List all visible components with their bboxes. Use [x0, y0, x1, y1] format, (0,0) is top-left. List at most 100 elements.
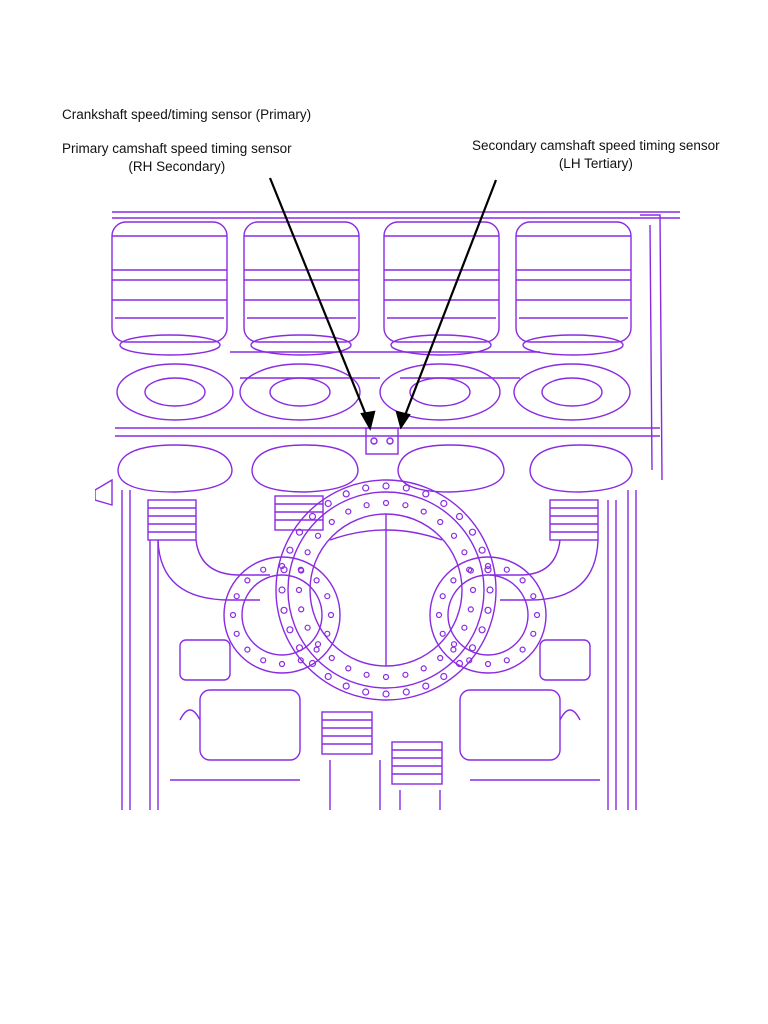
bolt-hole [328, 654, 335, 662]
bellows [147, 495, 599, 785]
bolt-hole [478, 626, 486, 634]
bolt-hole [286, 546, 294, 554]
bolt-hole [345, 665, 352, 672]
flange-bolt-holes [229, 482, 541, 698]
bolt-hole [304, 549, 311, 556]
lower-engine-block [170, 639, 600, 810]
bolt-hole [530, 593, 537, 600]
bolt-hole [437, 654, 444, 662]
bolt-hole [382, 690, 390, 698]
bolt-hole [362, 484, 370, 492]
bolt-hole [260, 566, 267, 573]
bolt-hole [278, 586, 286, 594]
exhaust-pipes [157, 539, 599, 601]
bolt-hole [468, 644, 477, 652]
bolt-hole [286, 626, 294, 634]
bolt-hole [455, 659, 464, 668]
bolt-hole [519, 577, 526, 584]
bolt-hole [295, 644, 304, 652]
bolt-hole [382, 673, 390, 681]
bolt-hole [450, 646, 457, 653]
bolt-hole [461, 624, 468, 631]
bolt-hole [439, 630, 446, 637]
label-primary-line1: Primary camshaft speed timing sensor [62, 141, 292, 156]
exhaust-elbows [117, 444, 633, 493]
bolt-hole [278, 660, 286, 668]
bolt-hole [484, 562, 492, 570]
engine-drawing [95, 211, 680, 810]
side-columns [95, 478, 637, 810]
label-crankshaft-sensor: Crankshaft speed/timing sensor (Primary) [62, 107, 312, 122]
bolt-hole [295, 586, 303, 594]
bolt-hole [363, 671, 370, 678]
bolt-hole [313, 577, 320, 584]
bolt-hole [280, 606, 288, 614]
bolt-hole [437, 518, 444, 526]
bolt-hole [450, 532, 458, 539]
bolt-hole [440, 499, 448, 508]
bolt-hole [324, 499, 332, 508]
bolt-hole [304, 624, 311, 631]
bolt-hole [469, 586, 477, 594]
bolt-hole [233, 593, 240, 600]
bolt-hole [342, 682, 350, 690]
turbo-intake-2 [243, 221, 360, 356]
bolt-hole [422, 490, 430, 498]
bolt-hole [440, 672, 448, 681]
bolt-hole [467, 606, 474, 613]
bolt-hole [503, 566, 510, 573]
bolt-hole [260, 657, 267, 664]
arrowhead-secondary [395, 410, 411, 430]
leader-primary-camshaft [268, 177, 370, 421]
bolt-hole [484, 566, 492, 574]
leader-secondary-camshaft [402, 179, 498, 419]
label-primary-line2: (RH Secondary) [128, 159, 226, 174]
bolt-hole [244, 646, 251, 653]
bolt-hole [324, 593, 331, 600]
bolt-hole [422, 682, 430, 690]
bolt-hole [328, 518, 335, 526]
label-secondary-line2: (LH Tertiary) [558, 156, 633, 171]
bolt-hole [402, 502, 409, 509]
sensor-block [365, 427, 399, 455]
bolt-hole [466, 566, 473, 573]
bolt-hole [382, 499, 390, 507]
bolt-hole [468, 528, 477, 536]
bolt-hole [484, 606, 492, 614]
bolt-hole [466, 657, 473, 664]
bolt-hole [420, 508, 427, 515]
bolt-hole [503, 657, 510, 664]
bolt-hole [402, 671, 409, 678]
bolt-hole [478, 546, 486, 554]
bolt-hole [229, 611, 237, 619]
bolt-hole [278, 562, 286, 570]
bolt-hole [327, 611, 335, 619]
bolt-hole [439, 593, 446, 600]
bolt-hole [324, 672, 332, 681]
bolt-hole [363, 502, 370, 509]
bolt-hole [342, 490, 350, 498]
bolt-hole [345, 508, 352, 515]
bolt-hole [435, 611, 443, 619]
bolt-hole [402, 688, 410, 696]
bolt-hole [298, 606, 305, 613]
turbo-intake-3 [383, 221, 500, 356]
arrowhead-primary [360, 410, 376, 431]
left-flange [223, 556, 341, 674]
bolt-hole [362, 688, 370, 696]
right-flange [429, 556, 547, 674]
bolt-hole [382, 482, 390, 490]
bolt-hole [313, 646, 320, 653]
bolt-hole [308, 512, 317, 521]
bolt-hole [486, 586, 494, 594]
turbo-intake-4 [515, 221, 632, 356]
bolt-hole [314, 532, 322, 539]
main-flange [275, 479, 497, 701]
bolt-hole [402, 484, 410, 492]
bolt-hole [484, 660, 492, 668]
bolt-hole [244, 577, 251, 584]
compressor-housings [116, 351, 631, 421]
bolt-hole [450, 641, 458, 648]
label-secondary-camshaft-sensor: Secondary camshaft speed timing sensor (… [472, 137, 720, 173]
